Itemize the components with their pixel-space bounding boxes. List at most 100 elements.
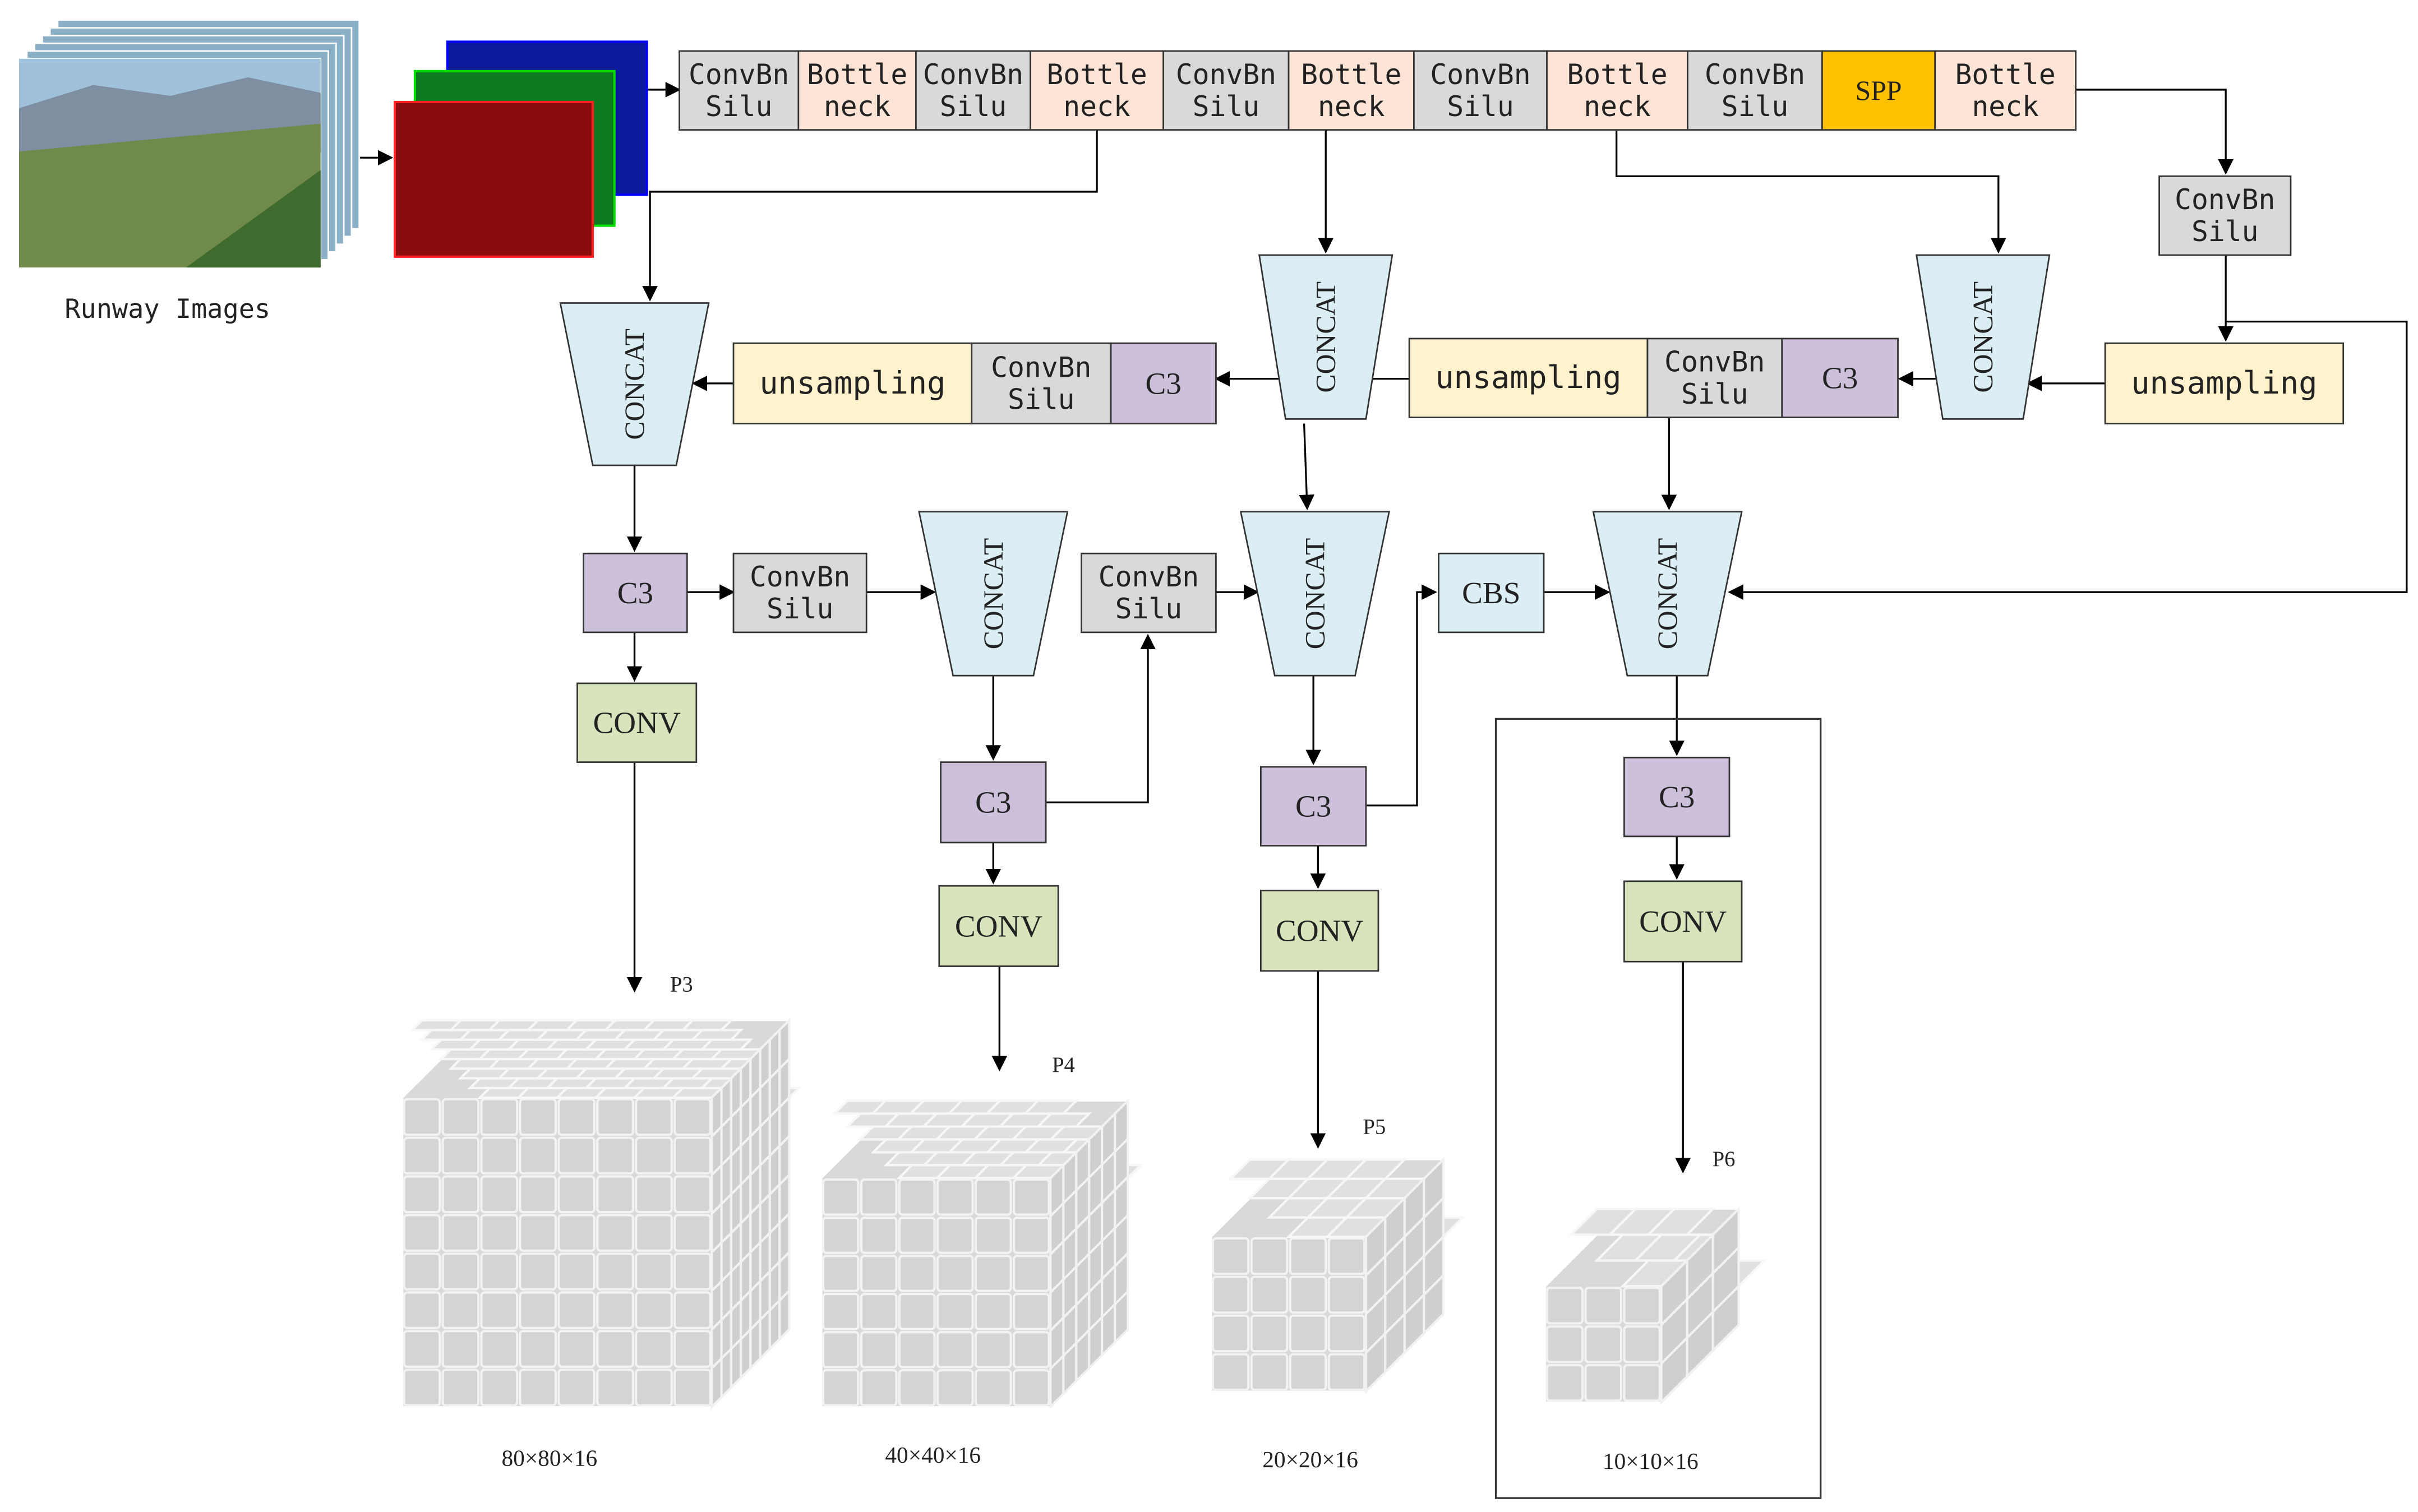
cube-side-cell: [1423, 1273, 1445, 1337]
cube-cell: [596, 1098, 634, 1136]
backbone-bottleneck-label: neck: [1584, 90, 1651, 123]
cube-cell: [1327, 1314, 1366, 1353]
convbn-top-right-label: ConvBn: [2175, 183, 2275, 216]
feature-cube-p5: [1210, 1157, 1466, 1394]
cube-cell: [519, 1291, 557, 1329]
cube-cell: [898, 1293, 936, 1330]
concat-row3-b-label: CONCAT: [1299, 538, 1330, 650]
cube-cell: [1211, 1353, 1250, 1391]
cube-cell: [822, 1369, 860, 1407]
cube-cell: [635, 1136, 673, 1175]
backbone-bottleneck-label: neck: [1063, 90, 1130, 123]
backbone-spp-shape: [1821, 50, 1936, 131]
input-caption: Runway Images: [64, 294, 270, 325]
convbn-row2-right-label: ConvBn: [1664, 346, 1765, 378]
c3-p4-shape: [940, 761, 1047, 844]
cube-cell: [898, 1369, 936, 1407]
head-size: 80×80×16: [501, 1445, 597, 1471]
backbone-bottleneck-label: neck: [824, 90, 891, 123]
head-size: 40×40×16: [885, 1442, 981, 1468]
connection-arrows: [338, 82, 2408, 1174]
backbone-convbn-shape: [1162, 50, 1290, 131]
cube-cell: [403, 1252, 441, 1291]
cube-cell: [596, 1252, 634, 1291]
cube-cell: [519, 1330, 557, 1368]
cube-cell: [822, 1217, 860, 1254]
edge-skip-to-concat: [1728, 320, 2408, 600]
cube-cell: [519, 1252, 557, 1291]
c3-p3: C3: [583, 552, 688, 634]
cube-top-cell: [689, 1029, 744, 1041]
cube-cell: [480, 1175, 519, 1214]
cube-cell: [441, 1252, 480, 1291]
cube-cell: [898, 1255, 936, 1292]
cube-cell: [673, 1330, 712, 1368]
cube-cell: [403, 1136, 441, 1175]
concat-mid-label: CONCAT: [1310, 281, 1341, 393]
conv-p6: CONV: [1623, 880, 1743, 963]
cube-cell: [557, 1175, 596, 1214]
c3-p5: C3: [1260, 766, 1367, 847]
cube-cell: [1013, 1331, 1050, 1368]
edge-concat-mid-down: [1299, 423, 1314, 511]
cube-cell: [673, 1252, 712, 1291]
cube-cell: [480, 1136, 519, 1175]
cube-side-cell: [759, 1307, 771, 1362]
c3-p4-label: C3: [975, 785, 1011, 820]
cube-cell: [1289, 1314, 1327, 1353]
cube-cell: [898, 1217, 936, 1254]
feature-cube-p3: [402, 1018, 802, 1410]
cube-top-cell: [1645, 1208, 1716, 1236]
cube-cell: [596, 1368, 634, 1407]
cube-top-cell: [699, 1038, 754, 1051]
head-label: P6: [1713, 1148, 1736, 1171]
cube-cell: [936, 1217, 974, 1254]
backbone-bottleneck-label: Bottle: [1955, 58, 2056, 91]
cube-cell: [1013, 1293, 1050, 1330]
c3-row2-left-label: C3: [1145, 366, 1181, 400]
backbone-convbn-shape: [1413, 50, 1548, 131]
convbn-row3-a-label: ConvBn: [750, 561, 850, 593]
cube-cell: [936, 1331, 974, 1368]
cube-cell: [519, 1136, 557, 1175]
cube-cell: [557, 1098, 596, 1136]
cube-cell: [519, 1098, 557, 1136]
cube-cell: [596, 1330, 634, 1368]
conv-p3-shape: [576, 682, 698, 763]
cube-cell: [1584, 1363, 1622, 1402]
cube-cell: [441, 1214, 480, 1252]
cube-cell: [860, 1178, 898, 1216]
cube-side-cell: [730, 1336, 742, 1391]
backbone-bottleneck-shape: [1934, 50, 2077, 131]
convbn-row2-right-label: Silu: [1681, 378, 1748, 410]
conv-p4-label: CONV: [955, 909, 1042, 943]
backbone-convbn-label: Silu: [940, 90, 1007, 123]
backbone-bottleneck-label: Bottle: [1301, 58, 1401, 91]
c3-p3-label: C3: [617, 576, 653, 610]
cube-cell: [822, 1178, 860, 1216]
cube-cell: [635, 1291, 673, 1329]
conv-p4: CONV: [938, 885, 1059, 967]
c3-p5-shape: [1260, 766, 1367, 847]
cube-side-cell: [749, 1317, 762, 1371]
cube-cell: [974, 1255, 1012, 1292]
cbs-block: CBS: [1438, 552, 1545, 634]
concat-left-label: CONCAT: [619, 329, 650, 440]
cube-cell: [635, 1252, 673, 1291]
edge-bottleneck-to-convbn: [2075, 89, 2234, 175]
cube-cell: [936, 1369, 974, 1407]
edge-c3-p4-to-convbn: [1046, 634, 1156, 803]
cube-cell: [1327, 1353, 1366, 1391]
cube-cell: [1289, 1237, 1327, 1275]
upsample-right-shape: [2104, 342, 2345, 424]
backbone-convbn-label: ConvBn: [923, 58, 1023, 91]
backbone-convbn-label: Silu: [1447, 90, 1514, 123]
cube-cell: [974, 1331, 1012, 1368]
cube-cell: [441, 1098, 480, 1136]
cube-cell: [1013, 1178, 1050, 1216]
concat-row3-c-shape: [1592, 511, 1743, 677]
backbone-convbn-label: Silu: [705, 90, 773, 123]
